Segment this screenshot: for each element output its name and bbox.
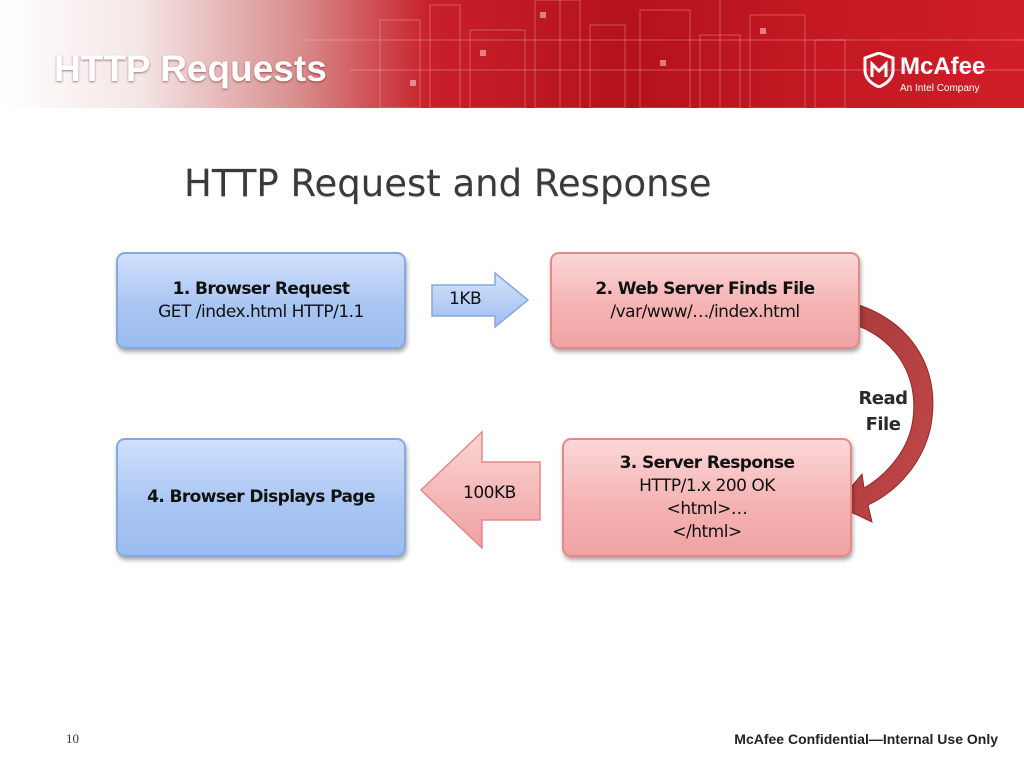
read-file-label: Read File	[858, 388, 908, 435]
confidential-notice: McAfee Confidential—Internal Use Only	[734, 731, 998, 747]
step-title: 2. Web Server Finds File	[595, 278, 815, 299]
header-banner: HTTP Requests McAfee An Intel Company	[0, 0, 1024, 108]
step-detail: GET /index.html HTTP/1.1	[158, 301, 364, 322]
step-title: 1. Browser Request	[172, 278, 350, 299]
mcafee-logo: McAfee An Intel Company	[860, 50, 1010, 98]
diagram-title: HTTP Request and Response	[184, 162, 712, 205]
step-browser-request: 1. Browser Request GET /index.html HTTP/…	[116, 252, 406, 349]
step-detail: /var/www/…/index.html	[610, 301, 800, 322]
response-size-label: 100KB	[463, 483, 516, 503]
request-size-label: 1KB	[449, 289, 482, 309]
logo-name: McAfee	[900, 53, 986, 80]
step-server-response: 3. Server Response HTTP/1.x 200 OK <html…	[562, 438, 852, 557]
step-title: 3. Server Response	[619, 452, 795, 473]
step-web-server-finds-file: 2. Web Server Finds File /var/www/…/inde…	[550, 252, 860, 349]
step-browser-displays-page: 4. Browser Displays Page	[116, 438, 406, 557]
step-title: 4. Browser Displays Page	[147, 487, 375, 507]
step-detail: HTTP/1.x 200 OK <html>… </html>	[639, 475, 775, 542]
logo-tagline: An Intel Company	[900, 83, 980, 94]
page-number: 10	[66, 731, 79, 746]
page-title: HTTP Requests	[54, 48, 327, 89]
mcafee-shield-icon	[863, 52, 895, 88]
city-skyline-graphic	[300, 0, 1024, 108]
